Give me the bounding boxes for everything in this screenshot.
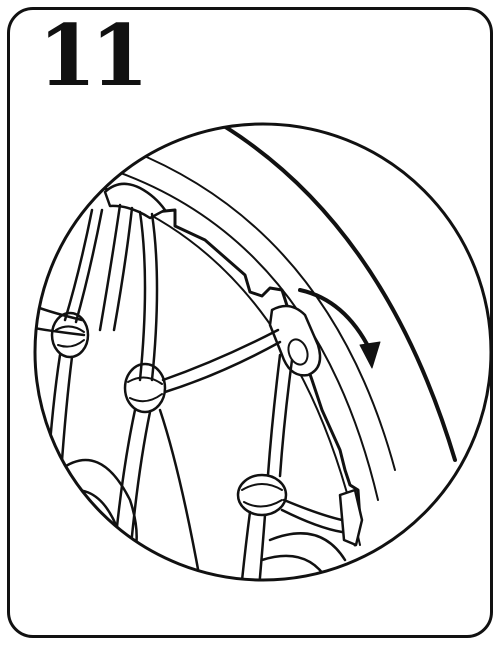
tire-chain-clip-detail-icon [0,0,500,645]
